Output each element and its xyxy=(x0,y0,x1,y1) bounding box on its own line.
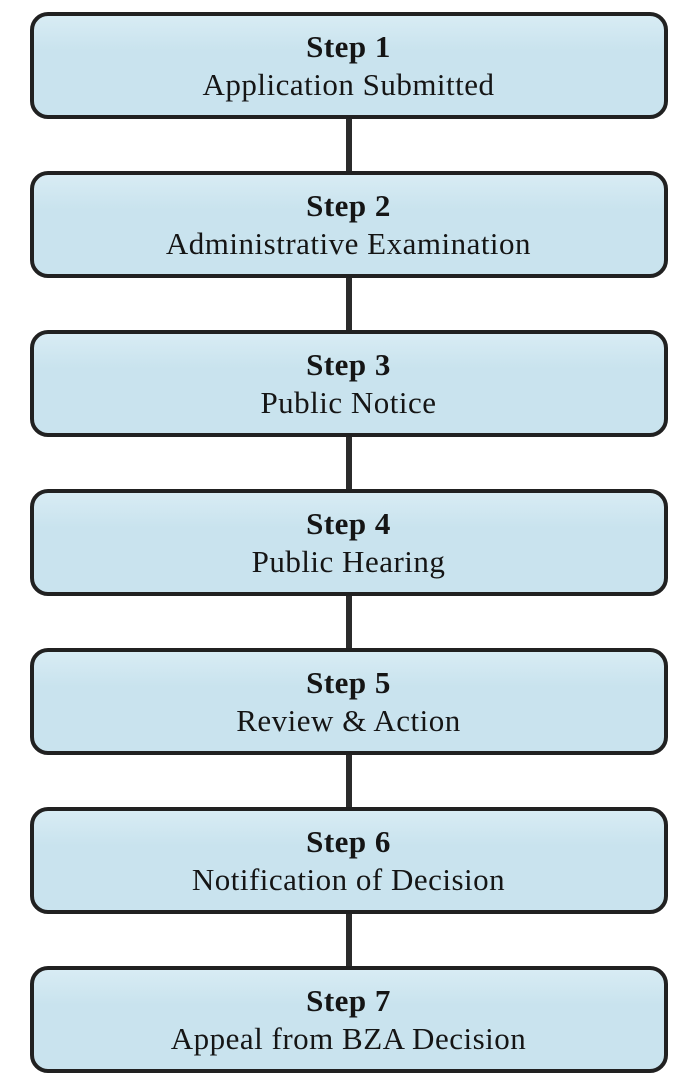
step-4-label: Public Hearing xyxy=(251,543,446,579)
connector-line-3-4 xyxy=(345,437,352,489)
step-5-title: Step 5 xyxy=(306,664,391,700)
step-2-label: Administrative Examination xyxy=(165,225,532,261)
step-1-title: Step 1 xyxy=(306,28,391,64)
step-3-box: Step 3 Public Notice xyxy=(29,330,668,437)
connector-line-2-3 xyxy=(345,278,352,330)
connector-line-5-6 xyxy=(345,755,352,807)
connector-line-6-7 xyxy=(345,914,352,966)
step-7-box: Step 7 Appeal from BZA Decision xyxy=(29,966,668,1073)
step-2-title: Step 2 xyxy=(306,187,391,223)
step-1-label: Application Submitted xyxy=(202,66,495,102)
step-5-box: Step 5 Review & Action xyxy=(29,648,668,755)
connector-line-4-5 xyxy=(345,596,352,648)
step-7-label: Appeal from BZA Decision xyxy=(170,1020,527,1056)
step-4-title: Step 4 xyxy=(306,505,391,541)
step-1-box: Step 1 Application Submitted xyxy=(29,12,668,119)
step-6-label: Notification of Decision xyxy=(191,861,506,897)
step-7-title: Step 7 xyxy=(306,982,391,1018)
step-4-box: Step 4 Public Hearing xyxy=(29,489,668,596)
step-5-label: Review & Action xyxy=(236,702,461,738)
step-3-label: Public Notice xyxy=(260,384,437,420)
connector-line-1-2 xyxy=(345,119,352,171)
step-3-title: Step 3 xyxy=(306,346,391,382)
step-6-box: Step 6 Notification of Decision xyxy=(29,807,668,914)
step-2-box: Step 2 Administrative Examination xyxy=(29,171,668,278)
step-6-title: Step 6 xyxy=(306,823,391,859)
